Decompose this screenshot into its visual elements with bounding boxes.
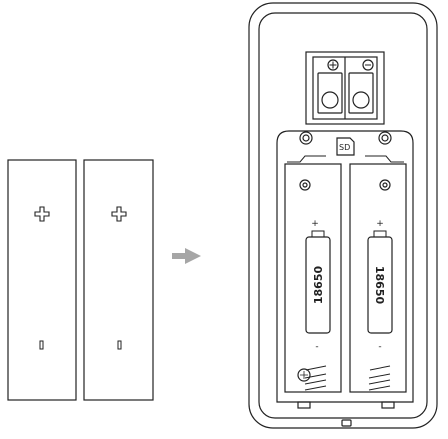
loose-battery-left <box>7 159 77 401</box>
battery-bay-left <box>284 163 342 393</box>
sd-card-icon <box>336 137 355 156</box>
minus-icon <box>39 340 44 350</box>
screw-icon <box>299 131 313 145</box>
loose-battery-right <box>83 159 154 401</box>
bay-right-minus-label: - <box>378 342 381 352</box>
spring-icon <box>368 365 391 391</box>
battery-bay-right <box>349 163 407 393</box>
device-back <box>248 2 438 429</box>
plus-terminal <box>317 59 343 114</box>
minus-terminal <box>348 59 374 114</box>
bay-left-minus-label: - <box>315 342 318 352</box>
bay-left-plus-label: + <box>311 219 319 229</box>
spring-icon <box>304 365 327 391</box>
bottom-slot <box>341 419 352 427</box>
plus-icon <box>34 206 50 222</box>
bay-right-plus-label: + <box>376 219 384 229</box>
battery-compartment <box>276 130 414 409</box>
screw-icon <box>378 131 392 145</box>
terminal-block <box>305 51 385 125</box>
battery-model-left: 18650 <box>312 266 325 305</box>
minus-icon <box>117 340 122 350</box>
plus-icon <box>111 206 127 222</box>
sd-slot-label: SD <box>339 143 350 152</box>
arrow-right-icon <box>172 248 201 264</box>
battery-model-right: 18650 <box>373 266 386 305</box>
